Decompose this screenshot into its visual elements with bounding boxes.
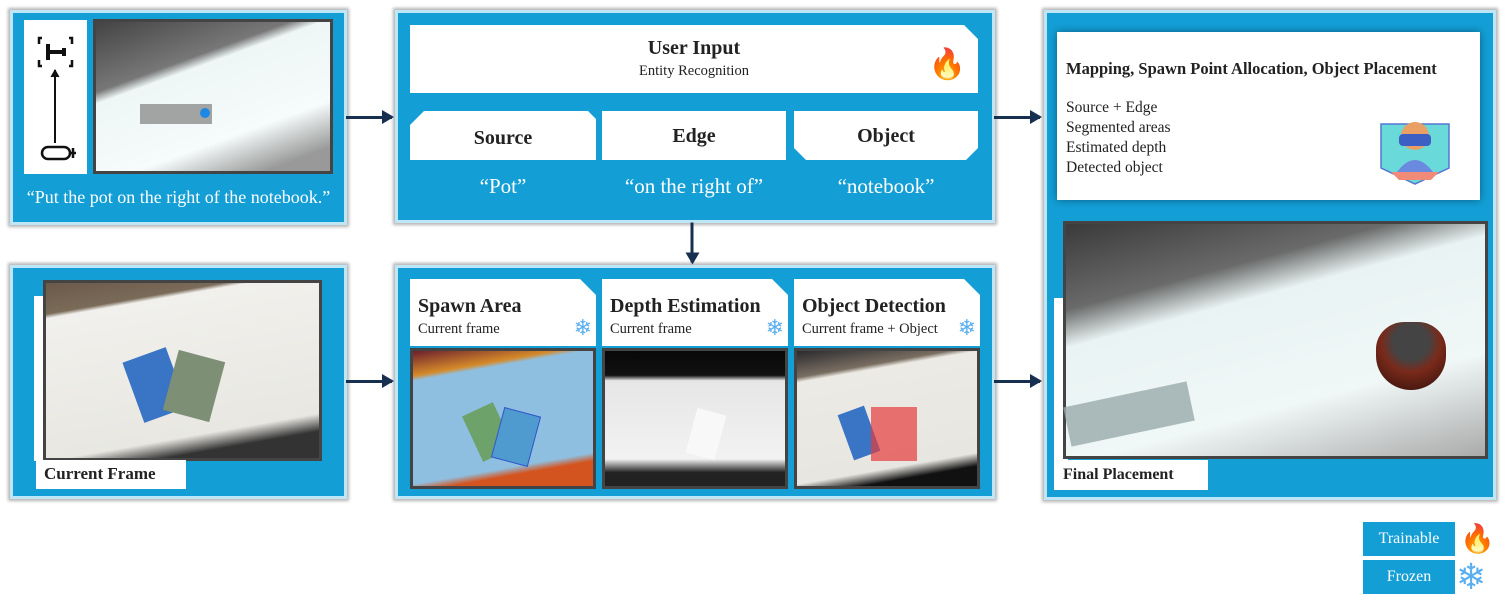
module-title: Object Detection [802,295,946,317]
legend-trainable: Trainable [1363,522,1455,556]
placement-title: Mapping, Spawn Point Allocation, Object … [1066,59,1437,78]
entity-label: Object [857,125,915,147]
entity-value: “on the right of” [624,174,764,198]
input-item: Estimated depth [1066,139,1167,156]
arrow [994,110,1042,124]
arrow [994,374,1042,388]
entity-object: Object [794,111,978,160]
snowflake-icon: ❄ [765,315,784,340]
flame-icon: 🔥 [1460,524,1495,555]
module-title: Spawn Area [418,295,522,317]
entity-source: Source [410,111,596,160]
snowflake-icon: ❄ [957,315,976,340]
input-item: Source + Edge [1066,99,1158,116]
final-placement-label-box: Final Placement [1054,460,1208,490]
snowflake-icon: ❄ [573,315,592,340]
segmentation-image [410,348,596,489]
arrow [346,374,394,388]
command-caption: “Put the pot on the right of the noteboo… [26,187,331,207]
placement-inputs: Source + Edge Segmented areas Estimated … [1066,98,1171,178]
current-frame-label: Current Frame [44,464,156,483]
entity-label: Source [473,127,533,149]
depth-image [602,348,788,489]
arrow-down [690,222,694,263]
entity-label: Edge [672,125,716,147]
placement-info-box: Mapping, Spawn Point Allocation, Object … [1057,32,1480,200]
placed-pot [1376,322,1446,390]
entity-value: “notebook” [837,174,935,198]
input-item: Detected object [1066,159,1163,176]
module-subtitle: Current frame + Object [802,321,938,337]
user-input-title: User Input [647,37,741,59]
flame-icon: 🔥 [928,48,966,81]
current-frame-label-box: Current Frame [36,460,186,489]
final-placement-photo [1063,221,1488,459]
entity-value: “Pot” [479,174,527,198]
current-frame-photo [43,280,322,461]
ar-view-photo [93,19,333,174]
input-icons [24,20,87,174]
arrow [346,110,394,124]
user-input-subtitle: Entity Recognition [639,63,749,79]
snowflake-icon: ❄ [1456,557,1487,597]
module-subtitle: Current frame [418,321,500,337]
module-subtitle: Current frame [610,321,692,337]
module-title: Depth Estimation [610,295,761,317]
text-select-icon [37,36,74,68]
input-item: Segmented areas [1066,119,1171,136]
vr-user-icon [1380,122,1450,185]
detection-bounding-box [871,407,917,461]
legend-frozen: Frozen [1363,560,1455,594]
entity-edge: Edge [602,111,786,160]
detection-image [794,348,980,489]
final-placement-label: Final Placement [1063,466,1174,483]
user-input-box: User Input Entity Recognition 🔥 [410,25,978,93]
microphone-icon [200,108,210,118]
microphone-icon [40,145,76,161]
